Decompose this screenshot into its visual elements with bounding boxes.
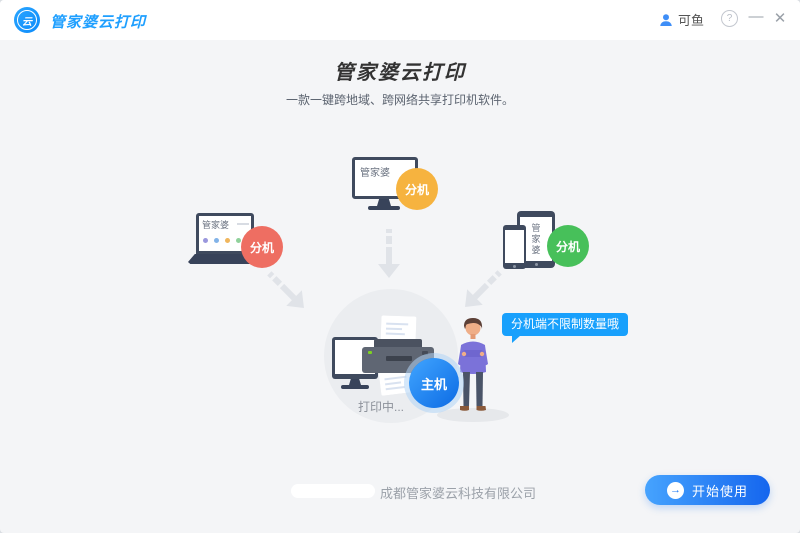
- desktop-monitor-base: [368, 206, 400, 210]
- desktop-screen-label: 管家婆: [360, 168, 390, 179]
- person-illustration: [458, 318, 488, 411]
- arrow-down-left-icon: [456, 264, 508, 316]
- app-title: 管家婆云打印: [50, 14, 147, 31]
- close-icon[interactable]: ✕: [773, 10, 787, 27]
- tablet-home-button: [534, 263, 538, 266]
- client-badge-green: 分机: [547, 225, 589, 267]
- app-logo-icon: 云: [14, 7, 40, 33]
- laptop-screen-label: 管家婆: [202, 220, 230, 230]
- printer-output-slot: [386, 356, 412, 361]
- laptop-screen-line: [237, 223, 249, 225]
- desktop-monitor-stand: [377, 199, 391, 206]
- printer-button: [422, 351, 428, 355]
- laptop-base: [188, 254, 264, 264]
- page-subtitle: 一款一键跨地域、跨网络共享打印机软件。: [285, 93, 514, 107]
- printer-top-slot: [374, 339, 422, 349]
- printing-status: 打印中...: [358, 400, 405, 414]
- tablet-screen-label: 管家婆: [530, 222, 541, 256]
- page-title: 管家婆云打印: [334, 62, 466, 84]
- laptop: 管家婆: [196, 213, 254, 254]
- phone-home-button: [513, 264, 516, 268]
- help-icon[interactable]: ?: [721, 10, 738, 27]
- phone: [503, 225, 526, 269]
- company-name: 成都管家婆云科技有限公司: [380, 486, 537, 501]
- user-icon: [660, 13, 672, 26]
- host-monitor-stand: [349, 379, 361, 385]
- title-bar: 云 管家婆云打印 可鱼 ? — ✕: [0, 0, 800, 40]
- host-monitor-base: [341, 385, 369, 389]
- tooltip-bubble: 分机端不限制数量哦: [502, 313, 629, 343]
- client-badge-red: 分机: [241, 226, 283, 268]
- cloud-logo-glyph: 云: [17, 10, 37, 30]
- person-shadow: [437, 408, 509, 422]
- user-account[interactable]: 可鱼: [659, 10, 704, 29]
- arrow-down-right-icon: [261, 265, 313, 317]
- host-badge: 主机: [409, 358, 459, 408]
- printer-led: [368, 351, 372, 354]
- phone-screen: [505, 230, 524, 263]
- start-button-label: 开始使用: [691, 483, 748, 499]
- minimize-icon[interactable]: —: [748, 8, 764, 25]
- arrow-right-icon: →: [666, 481, 684, 499]
- start-button[interactable]: → 开始使用: [645, 475, 770, 505]
- laptop-screen-dots: [203, 238, 241, 243]
- blurred-text-overlay: [291, 484, 375, 498]
- arrow-down-icon: [377, 229, 401, 279]
- user-name: 可鱼: [677, 13, 704, 28]
- client-badge-orange: 分机: [396, 168, 438, 210]
